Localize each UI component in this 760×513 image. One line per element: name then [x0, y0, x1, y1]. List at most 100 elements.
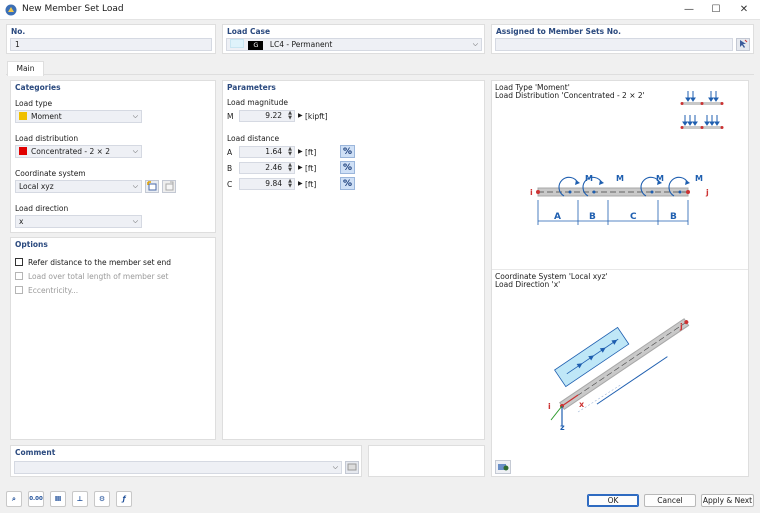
assigned-label: Assigned to Member Sets No.	[496, 27, 621, 36]
comment-library-button[interactable]	[345, 461, 359, 474]
distance-c-value: 9.84	[265, 179, 282, 188]
moment-label-1: M	[585, 174, 593, 183]
parameters-panel: Parameters Load magnitude M 9.22 ▲▼ ▶ [k…	[222, 80, 485, 440]
distance-c-input[interactable]: 9.84 ▲▼	[239, 178, 295, 190]
preview-load-type-text: Load Type 'Moment'	[495, 83, 570, 92]
comment-label: Comment	[15, 448, 56, 457]
title-bar: New Member Set Load — ☐ ✕	[0, 0, 760, 20]
magnitude-unit: [kipft]	[305, 112, 328, 121]
library-icon	[347, 463, 357, 471]
distance-b-unit: [ft]	[305, 164, 317, 173]
edit-coordinate-system-icon	[165, 181, 173, 191]
tab-main[interactable]: Main	[7, 61, 44, 76]
spin-arrows-icon[interactable]: ▲▼	[288, 178, 292, 189]
coordinate-system-select[interactable]: Local xyz ⌵	[15, 180, 142, 193]
load-case-label: Load Case	[227, 27, 271, 36]
window-title: New Member Set Load	[22, 4, 124, 14]
load-over-total-length-option: Load over total length of member set	[15, 271, 215, 282]
preview-load-direction-text: Load Direction 'x'	[495, 280, 561, 289]
close-button[interactable]: ✕	[739, 4, 749, 15]
categories-panel: Categories Load type Moment ⌵ Load distr…	[10, 80, 216, 233]
options-panel: Options Refer distance to the member set…	[10, 237, 216, 440]
load-case-badge: G	[248, 41, 264, 50]
model-icon[interactable]: ⚙	[94, 491, 110, 507]
function-icon[interactable]: ƒ	[116, 491, 132, 507]
load-type-color-swatch	[19, 112, 27, 120]
units-icon[interactable]: Ⅲ	[50, 491, 66, 507]
number-input[interactable]: 1	[10, 38, 212, 51]
apply-next-button[interactable]: Apply & Next	[701, 494, 754, 507]
eccentricity-label: Eccentricity...	[28, 286, 79, 295]
new-coordinate-system-button[interactable]	[145, 180, 159, 193]
play-icon[interactable]: ▶	[298, 112, 303, 119]
distance-b-percent-button[interactable]: %	[340, 161, 355, 174]
load-over-total-length-checkbox	[15, 272, 23, 280]
load-case-select[interactable]: G LC4 - Permanent ⌵	[226, 38, 482, 51]
new-coordinate-system-icon	[146, 181, 156, 191]
dimension-a-label: A	[554, 212, 561, 222]
chevron-down-icon: ⌵	[132, 112, 138, 120]
options-heading: Options	[15, 240, 48, 249]
magnitude-symbol: M	[227, 112, 234, 121]
distribution-type-glyph	[680, 91, 724, 129]
minimize-button[interactable]: —	[684, 4, 694, 15]
preview-options-button[interactable]	[495, 460, 511, 474]
load-case-panel: Load Case G LC4 - Permanent ⌵	[222, 24, 485, 54]
cancel-button[interactable]: Cancel	[644, 494, 696, 507]
axis-icon[interactable]: ⊥	[72, 491, 88, 507]
refer-distance-option[interactable]: Refer distance to the member set end	[15, 257, 215, 268]
coordinate-system-value: Local xyz	[19, 182, 54, 191]
chevron-down-icon: ⌵	[132, 217, 138, 225]
distance-b-symbol: B	[227, 164, 233, 173]
moment-load-diagram	[536, 176, 690, 225]
preview-panel: Load Type 'Moment' Load Distribution 'Co…	[491, 80, 749, 477]
coordinate-system-label: Coordinate system	[15, 169, 86, 178]
assigned-member-sets-input[interactable]	[495, 38, 733, 51]
preview-divider	[492, 269, 748, 270]
play-icon[interactable]: ▶	[298, 180, 303, 187]
eccentricity-option: Eccentricity...	[15, 285, 215, 296]
load-magnitude-label: Load magnitude	[227, 98, 288, 107]
edit-coordinate-system-button[interactable]	[162, 180, 176, 193]
number-label: No.	[11, 27, 26, 36]
load-over-total-length-label: Load over total length of member set	[28, 272, 169, 281]
numbers-icon[interactable]: 0.00	[28, 491, 44, 507]
preview-load-distribution-text: Load Distribution 'Concentrated - 2 × 2'	[495, 91, 645, 100]
load-direction-value: x	[19, 217, 24, 226]
moment-label-2: M	[616, 174, 624, 183]
distance-a-input[interactable]: 1.64 ▲▼	[239, 146, 295, 158]
dimension-b-label-2: B	[670, 212, 677, 222]
distance-c-percent-button[interactable]: %	[340, 177, 355, 190]
load-type-value: Moment	[31, 112, 62, 121]
comment-input[interactable]: ⌵	[14, 461, 342, 474]
refer-distance-checkbox[interactable]	[15, 258, 23, 266]
load-distribution-value: Concentrated - 2 × 2	[31, 147, 111, 156]
magnitude-value: 9.22	[265, 111, 282, 120]
moment-label-4: M	[695, 174, 703, 183]
load-type-select[interactable]: Moment ⌵	[15, 110, 142, 123]
app-icon	[5, 4, 17, 16]
distance-c-unit: [ft]	[305, 180, 317, 189]
coordinate-system-diagram	[550, 318, 690, 426]
play-icon[interactable]: ▶	[298, 148, 303, 155]
play-icon[interactable]: ▶	[298, 164, 303, 171]
spin-arrows-icon[interactable]: ▲▼	[288, 110, 292, 121]
view-settings-icon	[498, 464, 509, 471]
load-direction-select[interactable]: x ⌵	[15, 215, 142, 228]
pick-member-set-button[interactable]	[736, 38, 750, 51]
maximize-button[interactable]: ☐	[711, 4, 721, 15]
distance-a-percent-button[interactable]: %	[340, 145, 355, 158]
magnitude-input[interactable]: 9.22 ▲▼	[239, 110, 295, 122]
distance-a-value: 1.64	[265, 147, 282, 156]
number-panel: No. 1	[6, 24, 216, 54]
spin-arrows-icon[interactable]: ▲▼	[288, 162, 292, 173]
empty-panel	[368, 445, 485, 477]
eccentricity-checkbox	[15, 286, 23, 294]
distance-b-input[interactable]: 2.46 ▲▼	[239, 162, 295, 174]
distance-a-unit: [ft]	[305, 148, 317, 157]
load-distribution-select[interactable]: Concentrated - 2 × 2 ⌵	[15, 145, 142, 158]
spin-arrows-icon[interactable]: ▲▼	[288, 146, 292, 157]
search-icon[interactable]: ⌕	[6, 491, 22, 507]
ok-button[interactable]: OK	[587, 494, 639, 507]
load-case-value: LC4 - Permanent	[269, 40, 333, 49]
